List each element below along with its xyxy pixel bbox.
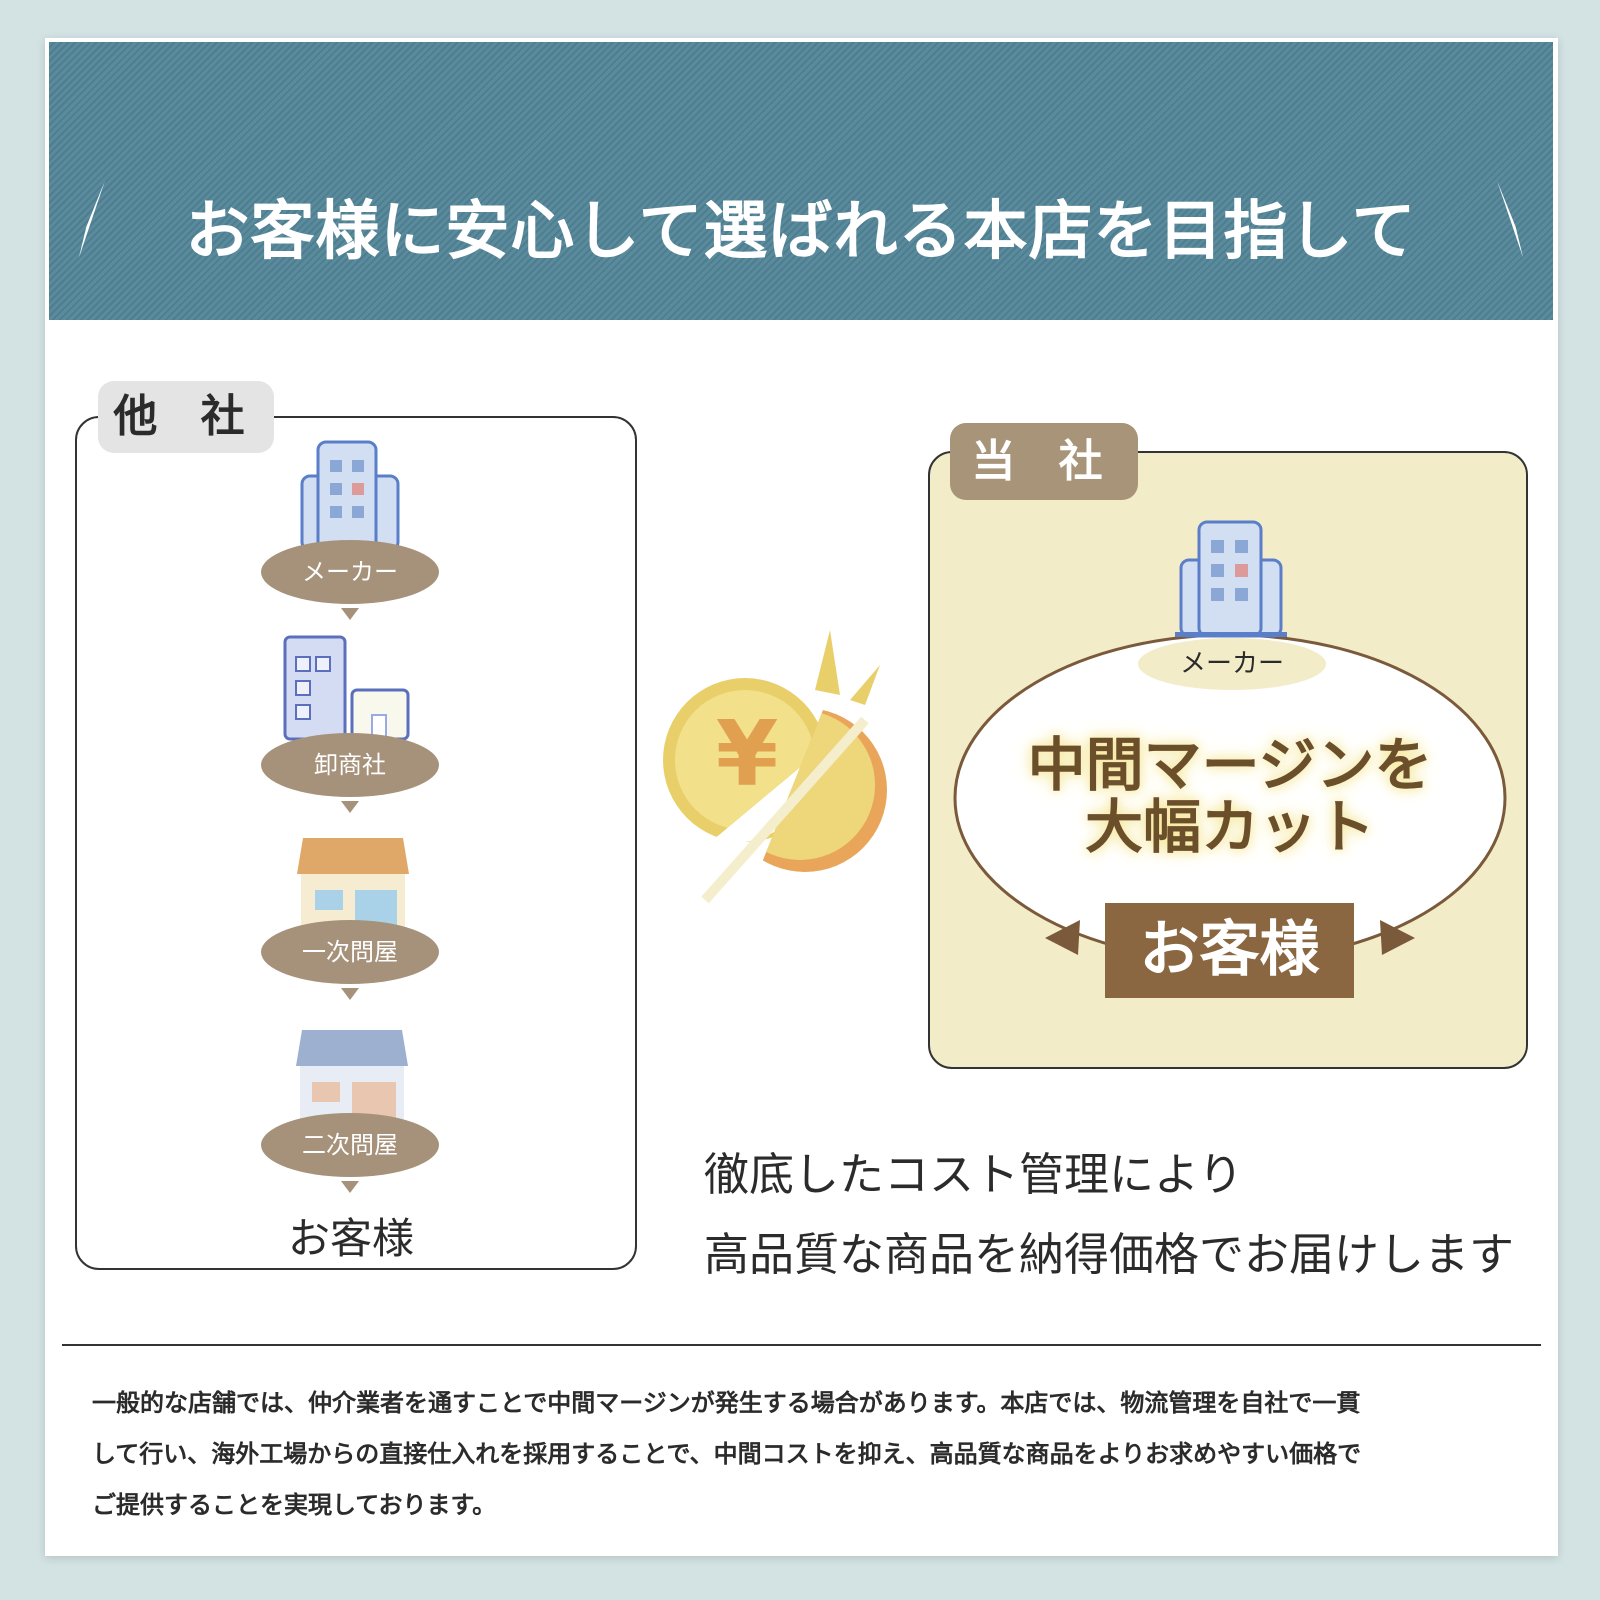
page-title: お客様に安心して選ばれる本店を目指して <box>185 195 1417 269</box>
maker-building-icon <box>298 440 402 552</box>
tagline-line2: 高品質な商品を納得価格でお届けします <box>704 1228 1515 1281</box>
cut-yen-coin-icon: ¥ <box>663 630 887 904</box>
description-line1: 一般的な店舗では、仲介業者を通すことで中間マージンが発生する場合があります。本店… <box>92 1389 1361 1417</box>
description-line2: して行い、海外工場からの直接仕入れを採用することで、中間コストを抑え、高品質な商… <box>92 1440 1362 1468</box>
direct-route-ellipse <box>953 633 1507 960</box>
our-maker-label: メーカー <box>1138 638 1326 690</box>
step-bubble-wholesaler: 卸商社 <box>261 733 439 813</box>
our-company-tab: 当 社 <box>950 423 1138 500</box>
header-banner: お客様に安心して選ばれる本店を目指して <box>49 42 1553 320</box>
divider <box>62 1344 1541 1346</box>
description-line3: ご提供することを実現しております。 <box>92 1491 497 1519</box>
step-bubble-maker: メーカー <box>261 540 439 620</box>
margin-cut-line1: 中間マージンを <box>1027 731 1433 799</box>
margin-cut-line2: 大幅カット <box>1084 793 1375 861</box>
others-customer-label: お客様 <box>287 1214 414 1263</box>
tagline-line1: 徹底したコスト管理により <box>704 1148 1244 1201</box>
secondary-wholesale-shop-icon <box>296 1030 408 1124</box>
wholesaler-building-icon <box>283 635 410 741</box>
step-bubble-primary-wholesaler: 一次問屋 <box>261 920 439 1000</box>
step-bubble-secondary-wholesaler: 二次問屋 <box>261 1113 439 1193</box>
other-companies-panel <box>75 416 637 1270</box>
other-companies-tab: 他 社 <box>98 381 274 453</box>
our-maker-building-icon <box>1175 520 1287 638</box>
yen-symbol: ¥ <box>716 702 779 807</box>
our-customer-box: お客様 <box>1105 903 1354 998</box>
